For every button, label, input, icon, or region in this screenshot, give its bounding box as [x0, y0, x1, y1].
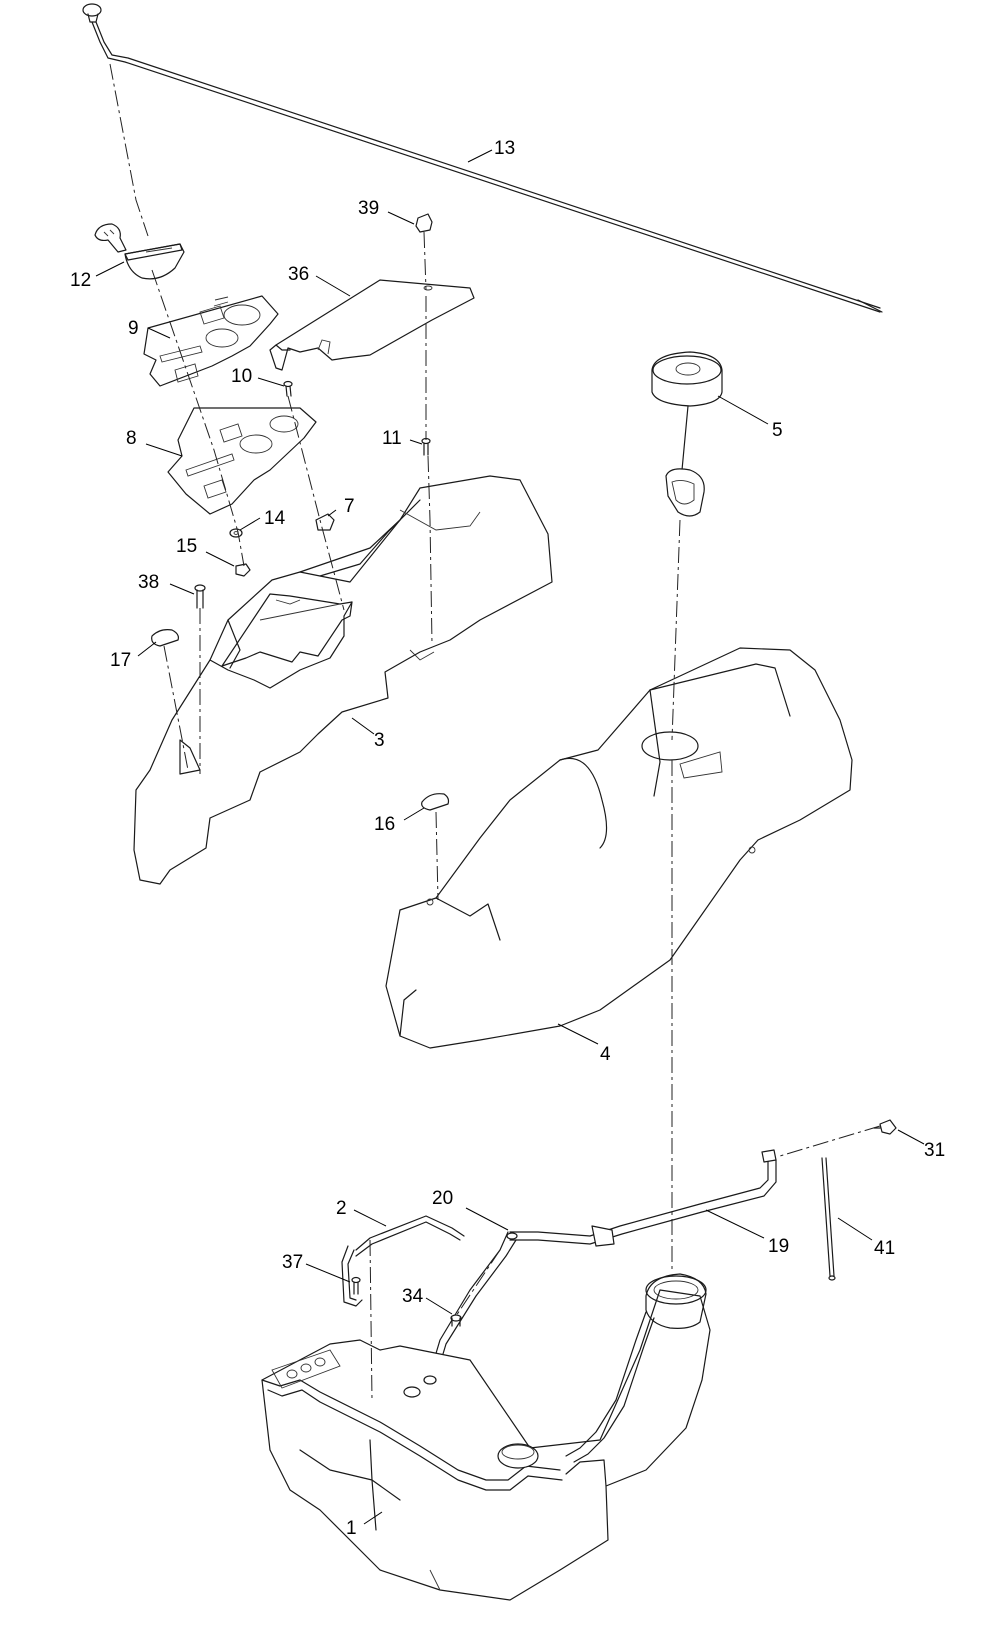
callout-34: 34: [402, 1286, 424, 1307]
callout-12: 12: [70, 270, 91, 291]
part-17-pad: [151, 629, 179, 647]
callout-15: 15: [176, 536, 197, 557]
part-31-push-rivet: [873, 1119, 897, 1135]
part-36-cover-panel: [269, 279, 475, 371]
callout-5: 5: [772, 420, 783, 441]
callout-8: 8: [126, 428, 137, 449]
part-15-nut: [235, 563, 251, 577]
part-38-bolt: [194, 584, 206, 609]
callout-36: 36: [288, 264, 309, 285]
callout-41: 41: [874, 1238, 895, 1259]
callout-16: 16: [374, 814, 395, 835]
callout-4: 4: [600, 1044, 611, 1065]
callout-3: 3: [374, 730, 385, 751]
callout-20: 20: [432, 1188, 453, 1209]
part-7-clip-nut: [315, 513, 335, 531]
callout-11: 11: [382, 428, 402, 449]
part-1-fuel-tank: [261, 1273, 711, 1601]
callout-17: 17: [110, 650, 131, 671]
callout-38: 38: [138, 572, 159, 593]
part-41-cable-tie: [821, 1157, 836, 1281]
part-37-screw: [351, 1276, 361, 1295]
leader-lines: [95, 149, 925, 1525]
part-4-body-shell: [385, 647, 853, 1049]
part-5-fuel-cap: [651, 351, 723, 517]
callout-19: 19: [768, 1236, 789, 1257]
callout-39: 39: [358, 198, 379, 219]
callout-9: 9: [128, 318, 139, 339]
part-3-console-body: [133, 475, 553, 885]
part-39-clip: [415, 213, 433, 233]
callout-10: 10: [231, 366, 252, 387]
part-34-clamp: [450, 1314, 462, 1327]
part-11-bolt: [421, 437, 431, 456]
callout-1: 1: [346, 1518, 357, 1539]
callout-labels: 13 39 36 12 9 10 5 11 8 7 14 15 38 17 3 …: [70, 138, 945, 1539]
part-2-support-rod: [341, 1215, 465, 1307]
part-13-dipstick-rod: [82, 3, 883, 313]
callout-14: 14: [264, 508, 286, 529]
callout-31: 31: [924, 1140, 945, 1161]
part-19-fuel-line: [509, 1149, 777, 1247]
part-10-bolt: [283, 380, 293, 397]
callout-7: 7: [344, 496, 355, 517]
alignment-lines: [109, 63, 881, 1401]
callout-2: 2: [336, 1198, 347, 1219]
part-8-plate: [167, 407, 317, 515]
part-16-pad: [421, 793, 450, 811]
part-12-lever-assembly: [94, 223, 185, 280]
part-9-decal-plate: [143, 295, 279, 387]
callout-13: 13: [494, 138, 515, 159]
callout-37: 37: [282, 1252, 303, 1273]
